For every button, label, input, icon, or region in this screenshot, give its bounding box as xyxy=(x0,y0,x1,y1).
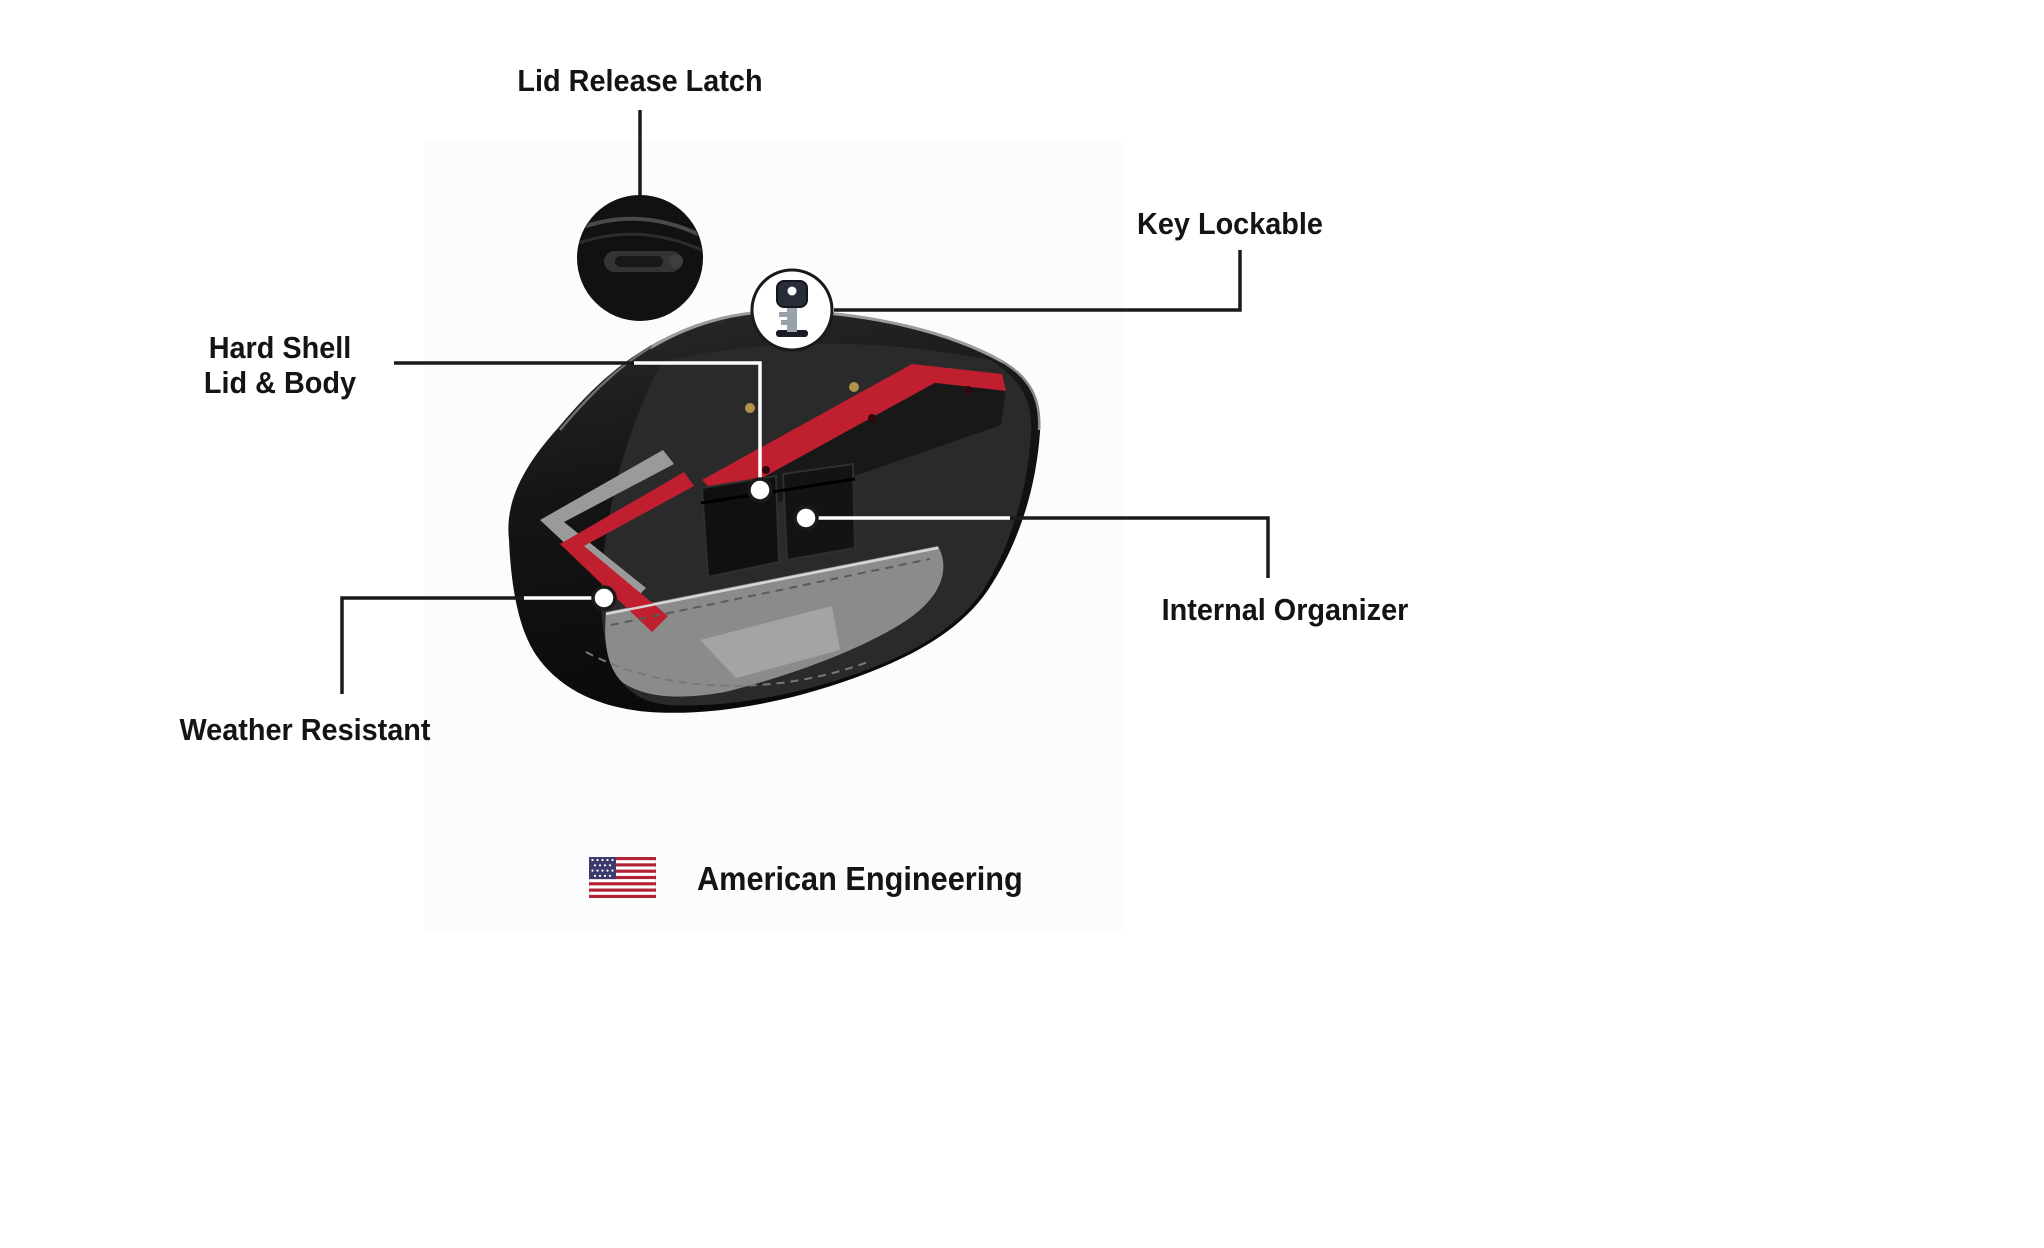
callout-line-key-lockable xyxy=(834,250,1242,312)
lid-latch-photo-icon xyxy=(577,195,703,321)
right-edge-trim xyxy=(1002,360,1041,431)
callout-marker-hard-shell xyxy=(747,477,773,503)
brass-rivet xyxy=(745,403,755,413)
flag-stripes xyxy=(589,857,656,898)
internal-organizer-pockets xyxy=(700,462,857,579)
organizer-pocket-right xyxy=(781,462,857,562)
lid-left-edge xyxy=(559,344,653,431)
latch-pivot xyxy=(669,254,683,268)
callout-label-internal-organizer: Internal Organizer xyxy=(1161,592,1409,627)
organizer-flap-seam xyxy=(700,477,856,505)
screw-dot xyxy=(762,466,770,474)
red-chevron-trim xyxy=(560,472,694,632)
footer-slogan: American Engineering xyxy=(697,860,1023,897)
callout-marker-weather-resistant xyxy=(591,585,617,611)
callout-label-lid-release-latch: Lid Release Latch xyxy=(517,63,763,98)
key-icon xyxy=(776,280,808,337)
callout-line-internal-organizer-outer xyxy=(1010,516,1270,578)
screw-dot xyxy=(964,386,972,394)
flag-stars xyxy=(591,858,614,877)
callout-label-hard-shell: Hard Shell Lid & Body xyxy=(94,330,466,400)
flag-canton xyxy=(589,857,616,880)
latch-handle-groove xyxy=(615,256,663,267)
latch-lid-highlight xyxy=(578,216,702,240)
interior-floor-highlight xyxy=(700,606,840,678)
red-accent-stripe-right xyxy=(912,364,1006,391)
stitch-line-top xyxy=(610,558,931,626)
latch-lid-seam xyxy=(578,232,702,255)
hard-shell-line1: Hard Shell xyxy=(208,330,352,365)
us-flag-icon xyxy=(589,857,656,898)
callout-markers xyxy=(591,477,819,611)
callout-label-key-lockable: Key Lockable xyxy=(1137,206,1323,241)
callout-marker-internal-organizer xyxy=(793,505,819,531)
floor-piping xyxy=(605,546,939,616)
interior-shadow xyxy=(705,378,1006,522)
callout-lines xyxy=(340,110,1270,694)
callout-line-hard-shell-inner xyxy=(634,361,762,479)
stitch-line-bottom xyxy=(585,651,869,687)
brass-rivet xyxy=(849,382,859,392)
callout-lines-on-bag xyxy=(524,361,1010,600)
callout-line-weather-resistant-outer xyxy=(340,596,524,694)
key-inset xyxy=(750,268,834,352)
hard-shell-line2: Lid & Body xyxy=(203,365,357,401)
screw-dot xyxy=(868,414,876,422)
callout-label-weather-resistant: Weather Resistant xyxy=(179,712,431,747)
